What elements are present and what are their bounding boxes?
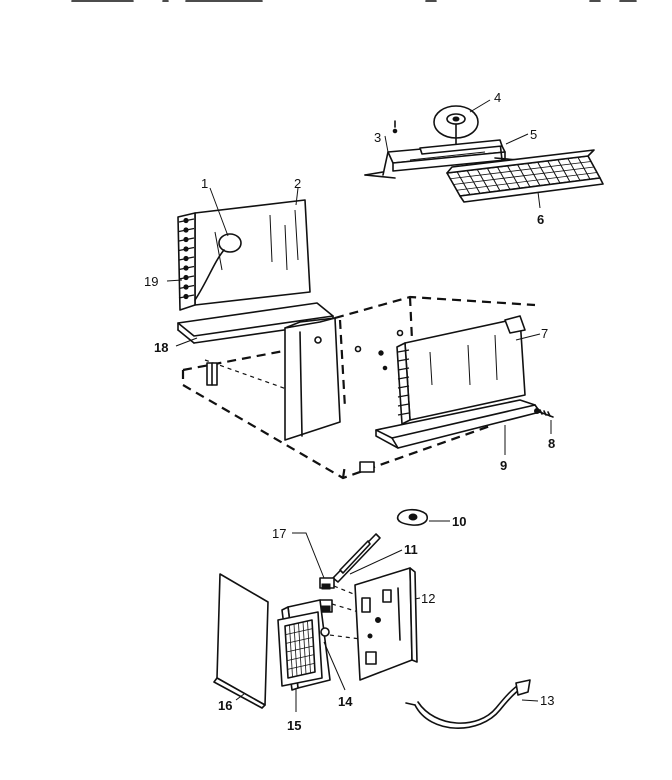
callout-10: 10	[452, 514, 466, 529]
part-capacitor	[332, 533, 381, 583]
coil-tube-end	[183, 217, 189, 224]
part-support-rail	[419, 139, 503, 155]
callout-6: 6	[537, 212, 544, 227]
fin-stroke	[397, 385, 410, 389]
fin-stroke	[397, 349, 410, 353]
callout-19: 19	[144, 274, 158, 289]
part-knob-housing	[277, 611, 323, 687]
coil-tube-end	[183, 293, 189, 300]
callout-12: 12	[421, 591, 435, 606]
part-clip	[206, 362, 218, 386]
part-center-partition	[284, 317, 341, 441]
fin-stroke	[456, 172, 598, 191]
fin-stroke	[453, 166, 595, 185]
callout-1: 1	[201, 176, 208, 191]
part-fan-hub	[433, 105, 479, 147]
part-condenser-coil	[178, 217, 195, 300]
fin-stroke	[397, 376, 410, 380]
callout-14: 14	[338, 694, 353, 709]
coil-tube-end	[183, 265, 189, 271]
coil-tube-end	[183, 274, 189, 281]
part-evaporator-coil	[396, 315, 526, 425]
fin-stroke	[397, 358, 410, 362]
callout-labels: 1 2 3 4 5 6 7 8 9 10 11 12 13 14 15 16 1…	[144, 90, 555, 733]
part-grommet	[396, 508, 428, 526]
callout-15: 15	[287, 718, 301, 733]
part-screw	[534, 408, 554, 418]
part-relay	[319, 599, 333, 613]
callout-17: 17	[272, 526, 286, 541]
fin-stroke	[397, 412, 410, 416]
callout-4: 4	[494, 90, 501, 105]
callout-16: 16	[218, 698, 232, 713]
leader-lines	[166, 99, 552, 712]
callout-5: 5	[530, 127, 537, 142]
callout-7: 7	[541, 326, 548, 341]
part-power-cord	[405, 679, 531, 729]
callout-2: 2	[294, 176, 301, 191]
coil-tube-end	[183, 284, 189, 290]
callout-8: 8	[548, 436, 555, 451]
part-small-screw	[392, 120, 398, 134]
part-base-chassis	[181, 295, 536, 480]
coil-tube-end	[183, 236, 189, 243]
coil-tube-end	[183, 246, 189, 252]
part-wire-grille	[446, 149, 604, 203]
fin-stroke	[287, 662, 315, 670]
callout-11: 11	[404, 542, 418, 557]
callout-13: 13	[540, 693, 554, 708]
part-switch	[319, 577, 335, 590]
callout-18: 18	[154, 340, 168, 355]
part-front-panel	[213, 573, 269, 709]
callout-9: 9	[500, 458, 507, 473]
fin-stroke	[397, 394, 410, 398]
part-control-panel	[354, 567, 418, 681]
fin-stroke	[397, 403, 410, 407]
fin-stroke	[397, 367, 410, 371]
fin-stroke	[450, 161, 592, 180]
coil-tube-end	[183, 227, 189, 233]
callout-3: 3	[374, 130, 381, 145]
part-refrigerant-tube	[194, 233, 242, 301]
part-condenser-shroud	[177, 199, 311, 311]
coil-tube-end	[183, 255, 189, 262]
